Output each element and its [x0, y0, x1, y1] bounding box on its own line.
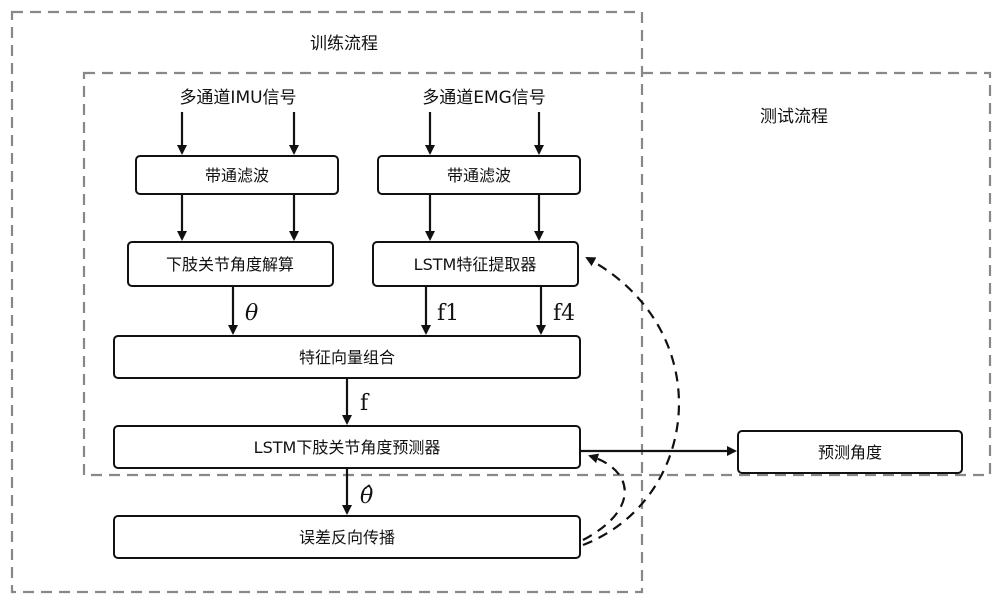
- theta-label: θ: [245, 301, 258, 326]
- lstm-feature-label: LSTM特征提取器: [414, 255, 537, 274]
- training-label: 训练流程: [310, 34, 378, 54]
- feature-combine-label: 特征向量组合: [299, 348, 395, 367]
- emg-input-label: 多通道EMG信号: [422, 88, 546, 108]
- theta-hat-label: θ̂: [360, 484, 373, 509]
- bandpass-emg-label: 带通滤波: [447, 166, 511, 185]
- f-label: f: [360, 391, 370, 416]
- bandpass-imu-label: 带通滤波: [205, 166, 269, 185]
- angle-solve-label: 下肢关节角度解算: [166, 255, 294, 274]
- f1-label: f1: [437, 301, 459, 326]
- testing-label: 测试流程: [760, 107, 828, 127]
- predicted-angle-label: 预测角度: [818, 443, 882, 462]
- f4-label: f4: [553, 301, 575, 326]
- feedback-to-feature-extractor: [583, 258, 679, 545]
- lstm-predictor-label: LSTM下肢关节角度预测器: [254, 438, 441, 457]
- imu-input-label: 多通道IMU信号: [179, 88, 296, 108]
- feedback-to-predictor: [583, 456, 625, 540]
- backprop-label: 误差反向传播: [299, 528, 395, 547]
- training-region: [12, 12, 642, 592]
